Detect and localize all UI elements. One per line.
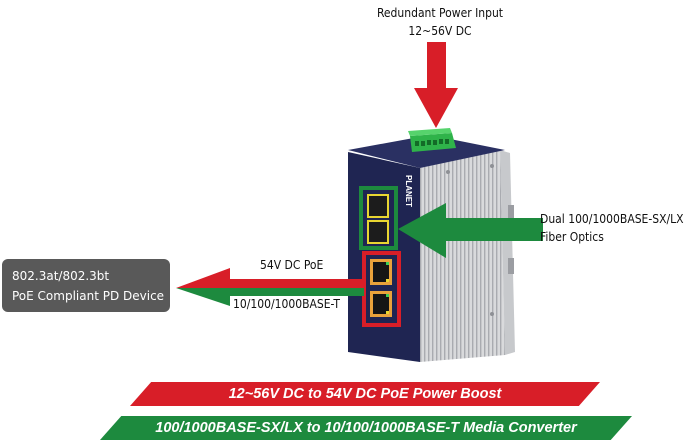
terminal-block-icon — [408, 128, 456, 152]
power-boost-banner-text: 12~56V DC to 54V DC PoE Power Boost — [228, 386, 502, 402]
heatsink-side — [420, 150, 505, 362]
planet-logo: PLANET — [404, 175, 413, 207]
power-input-label: Redundant Power Input 12~56V DC — [340, 4, 540, 40]
sfp-port-1 — [367, 194, 389, 218]
fiber-label-line1: Dual 100/1000BASE-SX/LX — [540, 212, 684, 226]
screw-icon — [490, 164, 494, 168]
media-converter-banner-text: 100/1000BASE-SX/LX to 10/100/1000BASE-T … — [155, 420, 577, 436]
poe-data-label: 10/100/1000BASE-T — [233, 297, 340, 311]
poe-power-label: 54V DC PoE — [260, 258, 324, 272]
screw-icon — [490, 312, 494, 316]
power-input-voltage: 12~56V DC — [408, 24, 472, 38]
fiber-label-line2: Fiber Optics — [540, 230, 604, 244]
power-arrow-icon — [414, 42, 458, 128]
fiber-label: Dual 100/1000BASE-SX/LX Fiber Optics — [540, 210, 684, 246]
screw-icon — [446, 170, 450, 174]
rj45-port-2 — [373, 294, 389, 314]
media-converter-banner: 100/1000BASE-SX/LX to 10/100/1000BASE-T … — [100, 416, 632, 440]
device-top — [348, 135, 505, 168]
fiber-arrow-icon — [398, 203, 543, 258]
pd-device-line1: 802.3at/802.3bt — [12, 269, 110, 283]
power-boost-banner: 12~56V DC to 54V DC PoE Power Boost — [130, 382, 600, 406]
poe-data-arrow-icon — [176, 268, 364, 306]
fiber-port-group — [359, 186, 398, 250]
power-input-title: Redundant Power Input — [376, 6, 504, 20]
rj45-port-1 — [373, 262, 389, 282]
pd-device-box: 802.3at/802.3bt PoE Compliant PD Device — [2, 259, 170, 312]
sfp-port-2 — [367, 220, 389, 244]
pd-device-line2: PoE Compliant PD Device — [12, 289, 165, 303]
